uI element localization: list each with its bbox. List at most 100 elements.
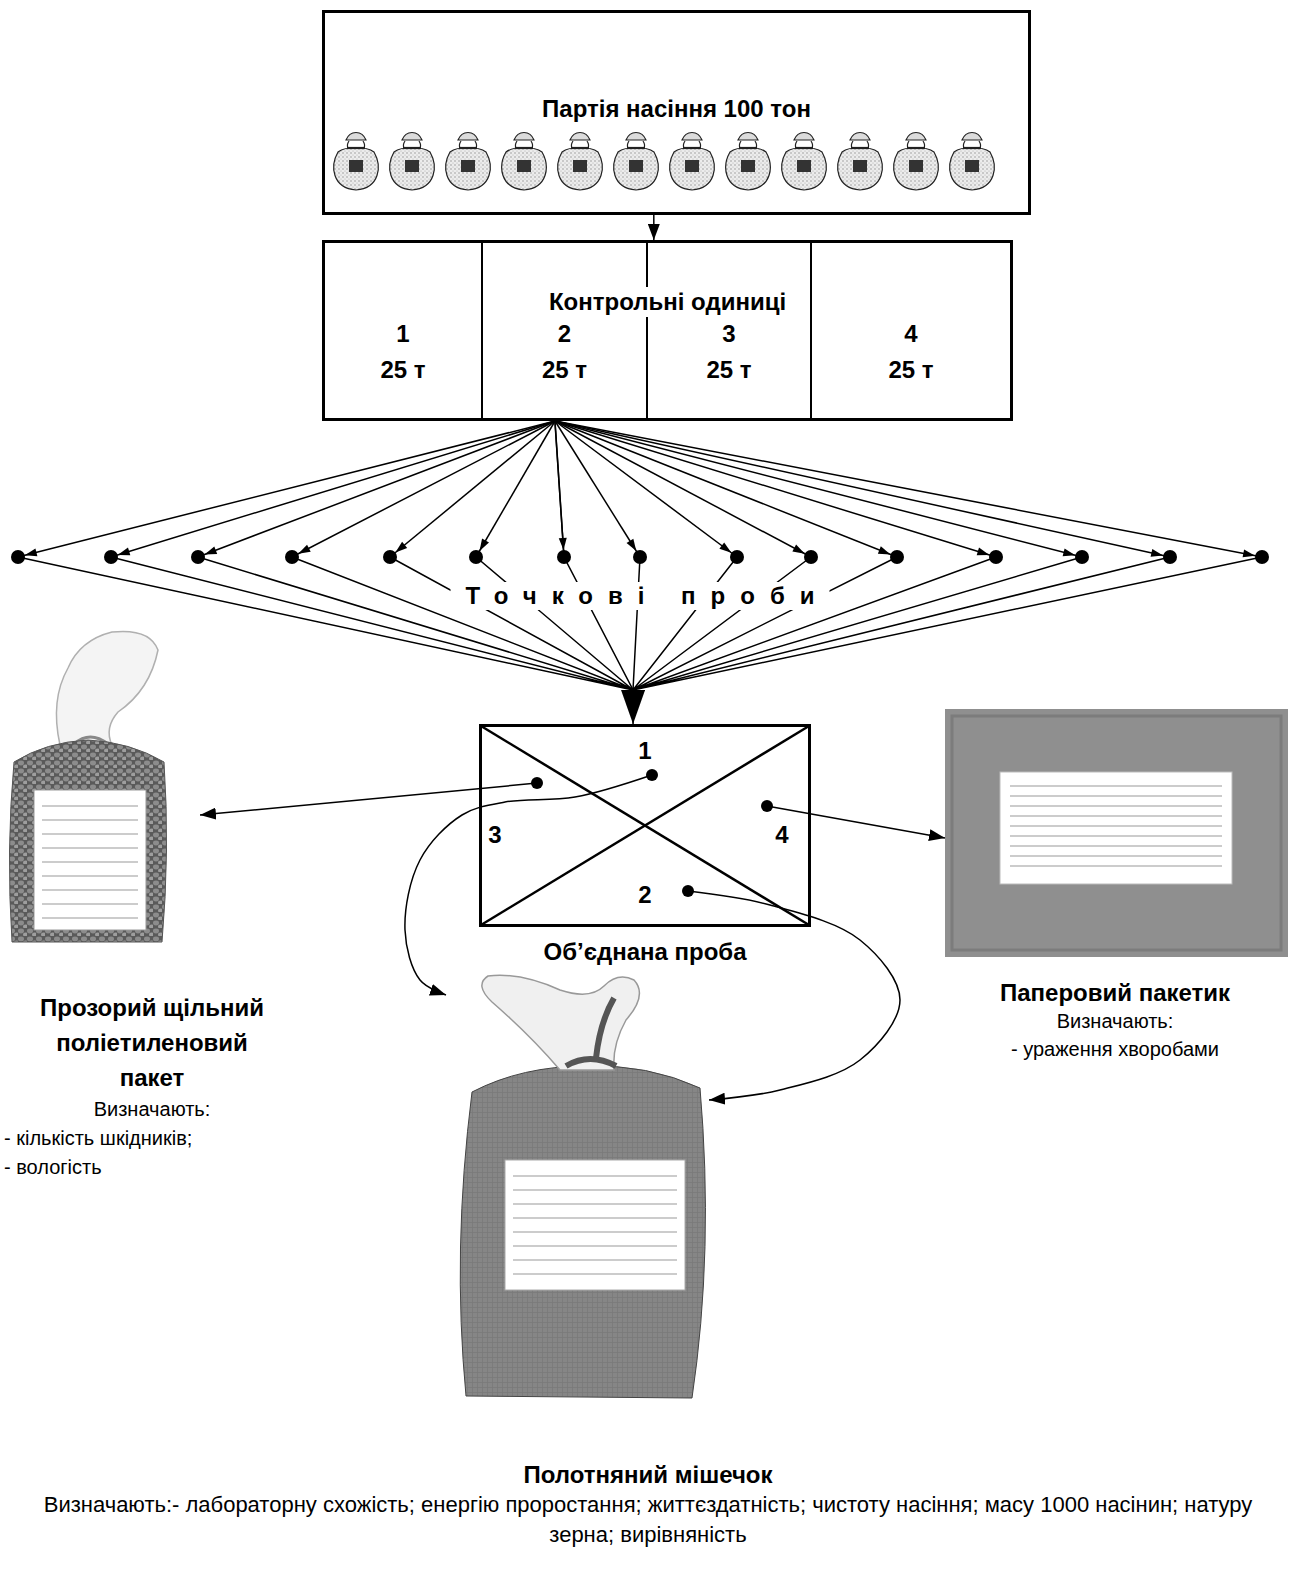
control-unit-cell: 3 25 т [648, 243, 812, 418]
node-text: 4 [812, 319, 1010, 349]
node-text: - вологість [4, 1153, 300, 1182]
quadrant-dots [531, 769, 773, 897]
bag-tie [566, 1059, 616, 1066]
cloth-top [482, 975, 640, 1070]
control-unit-cell: 225 т [483, 243, 648, 418]
sample-dot [383, 550, 397, 564]
sack-icon [782, 133, 826, 191]
sample-dot [285, 550, 299, 564]
node-text: 25 т [648, 355, 810, 385]
sample-dot [104, 550, 118, 564]
fan-line [18, 421, 555, 557]
point-samples [11, 550, 1269, 564]
sack-icon [390, 133, 434, 191]
caption-block: Полотняний мішечокВизначають:- лаборатор… [18, 1460, 1278, 1550]
label-lines [513, 1176, 677, 1274]
sack-row [334, 133, 994, 191]
combined-sample-box: 1342Об’єднана проба [479, 724, 811, 927]
canvas-bag-sample: Полотняний мішечокВизначають:- лаборатор… [446, 970, 709, 1400]
caption-label: Точкові проби [451, 582, 830, 610]
label-lines [42, 806, 138, 918]
sample-dot [191, 550, 205, 564]
bag-label [505, 1160, 685, 1290]
paper-bag-sample: Паперовий пакетикВизначають:- ураження х… [945, 709, 1288, 957]
sample-dot [1255, 550, 1269, 564]
sack-icon [614, 133, 658, 191]
fan-line [555, 421, 1262, 557]
sack-icon [894, 133, 938, 191]
fan-line [111, 421, 555, 557]
node-text: 25 т [483, 355, 646, 385]
node-text: 25 т [812, 355, 1010, 385]
sack-icon [838, 133, 882, 191]
node-text: 25 т [325, 355, 481, 385]
node-text: 2 [638, 881, 651, 909]
node-text: Полотняний мішечок [18, 1460, 1278, 1490]
fan-line [555, 421, 996, 557]
sample-dot [1075, 550, 1089, 564]
node-text: 3 [648, 319, 810, 349]
canvas-bag-picture [460, 975, 705, 1398]
fan-line [476, 421, 555, 557]
node-text: Об’єднана проба [544, 938, 747, 966]
diagonal-line [481, 726, 809, 925]
node-text: 4 [775, 821, 788, 849]
fan-lines [18, 421, 1262, 690]
seed-lot-box: Партія насіння 100 тон [322, 10, 1031, 215]
node-text: 1 [638, 737, 651, 765]
control-units-box: 125 т225 т325 т425 тКонтрольні одиниці [322, 240, 1013, 421]
fan-line [555, 421, 1082, 557]
flow-arrow [555, 421, 633, 724]
node-text: Визначають:- лабораторну схожість; енерг… [18, 1490, 1278, 1550]
flow-arrow [688, 891, 900, 1100]
sack-icon [726, 133, 770, 191]
sample-dot [804, 550, 818, 564]
sack-icon [670, 133, 714, 191]
merge-lines [18, 557, 1262, 690]
plastic-top [56, 631, 158, 745]
caption-block: Паперовий пакетикВизначають:- ураження х… [960, 979, 1270, 1063]
sack-icon [502, 133, 546, 191]
bag-label [1000, 772, 1232, 884]
sack-icon [334, 133, 378, 191]
sack-icon [558, 133, 602, 191]
paper-edge [952, 716, 1281, 950]
paper-bag-picture [945, 709, 1288, 957]
fan-line [555, 421, 1170, 557]
flow-arrow [653, 215, 655, 240]
sample-dot [890, 550, 904, 564]
fan-line [198, 421, 555, 557]
fan-line [390, 421, 555, 557]
box-diagonals [481, 726, 809, 925]
node-text: Визначають: [4, 1095, 300, 1124]
flow-arrow [200, 783, 537, 815]
fan-line [555, 421, 811, 557]
fan-line [555, 421, 640, 557]
sample-dot [633, 550, 647, 564]
paper-bag [945, 709, 1288, 957]
sack-icon [950, 133, 994, 191]
node-text: 1 [325, 319, 481, 349]
control-unit-cell: 1 25 т [325, 243, 483, 418]
sample-dot [1163, 550, 1177, 564]
quadrant-dot [646, 769, 658, 781]
sample-dot [989, 550, 1003, 564]
bag-rope [596, 998, 614, 1058]
diagonal-line [481, 726, 809, 925]
node-text: - кількість шкідників; [4, 1124, 300, 1153]
caption-block: Прозорий щільний поліетиленовий пакетВиз… [4, 990, 300, 1182]
fan-line [292, 421, 555, 557]
flow-arrow [767, 806, 945, 838]
label-lines [1010, 786, 1222, 866]
node-text: Паперовий пакетик [960, 979, 1270, 1007]
sample-dot [11, 550, 25, 564]
node-text: Визначають: [960, 1007, 1270, 1035]
node-text: - ураження хворобами [960, 1035, 1270, 1063]
node-text: Партія насіння 100 тон [325, 95, 1028, 123]
sample-dot [730, 550, 744, 564]
seed-body [9, 740, 166, 942]
bag-label [34, 790, 146, 930]
node-text: Контрольні одиниці [541, 287, 794, 317]
